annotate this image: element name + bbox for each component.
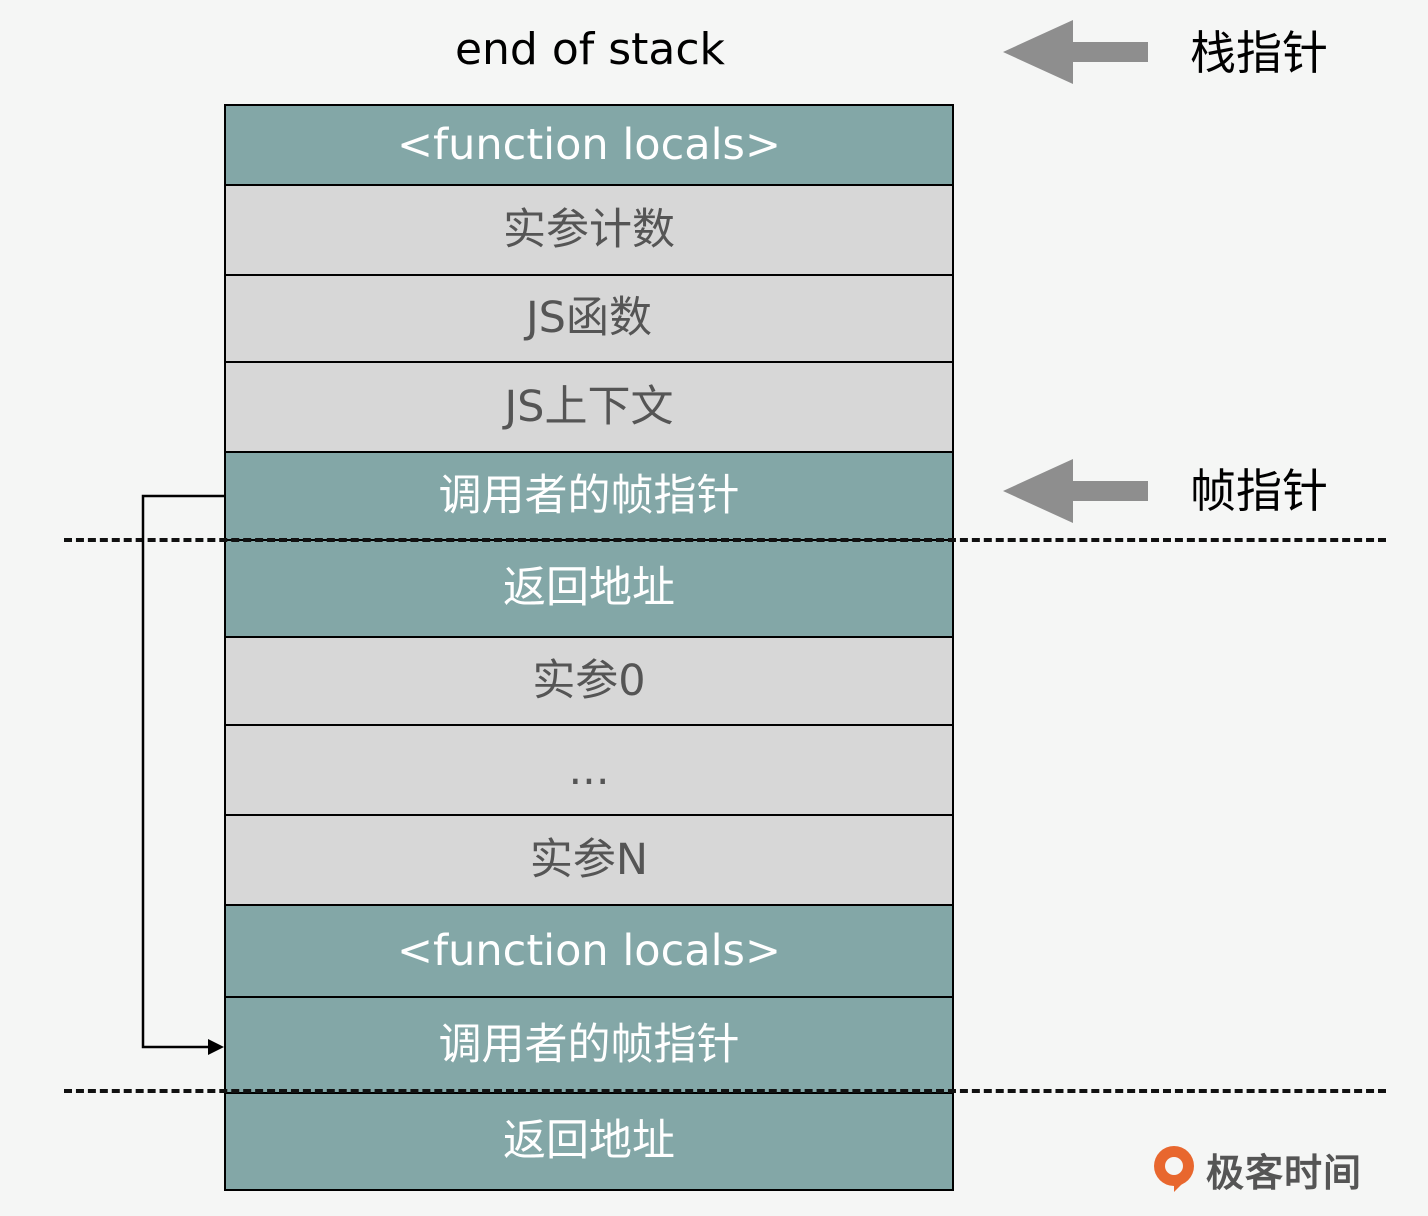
stack-pointer-label: 栈指针 — [1190, 26, 1328, 80]
stack-cell-caller-frame-pointer-bottom: 调用者的帧指针 — [224, 996, 954, 1094]
stack-cell-ellipsis: ... — [224, 724, 954, 816]
frame-boundary-line-top — [64, 538, 1386, 542]
stack-cell-js-context: JS上下文 — [224, 361, 954, 453]
frame-boundary-line-bottom — [64, 1089, 1386, 1093]
stack-cell-function-locals-top: <function locals> — [224, 104, 954, 186]
stack-diagram: <function locals> 实参计数 JS函数 JS上下文 调用者的帧指… — [224, 104, 954, 1191]
stack-cell-argument-0: 实参0 — [224, 636, 954, 726]
frame-pointer-label: 帧指针 — [1190, 464, 1328, 518]
stack-cell-caller-frame-pointer-top: 调用者的帧指针 — [224, 451, 954, 541]
caller-frame-link-line — [141, 494, 224, 1049]
stack-cell-function-locals-bottom: <function locals> — [224, 904, 954, 998]
stack-cell-js-function: JS函数 — [224, 274, 954, 363]
stack-cell-argument-n: 实参N — [224, 814, 954, 906]
geektime-logo-icon — [1154, 1146, 1194, 1192]
stack-pointer-arrow — [1003, 20, 1148, 84]
frame-pointer-arrow — [1003, 459, 1148, 523]
caller-frame-link-arrowhead — [208, 1039, 224, 1055]
geektime-logo: 极客时间 — [1150, 1142, 1362, 1196]
stack-cell-return-address-top: 返回地址 — [224, 539, 954, 638]
stack-end-title: end of stack — [454, 24, 726, 75]
stack-cell-argument-count: 实参计数 — [224, 184, 954, 276]
stack-cell-return-address-bottom: 返回地址 — [224, 1092, 954, 1191]
geektime-logo-text: 极客时间 — [1206, 1150, 1363, 1195]
